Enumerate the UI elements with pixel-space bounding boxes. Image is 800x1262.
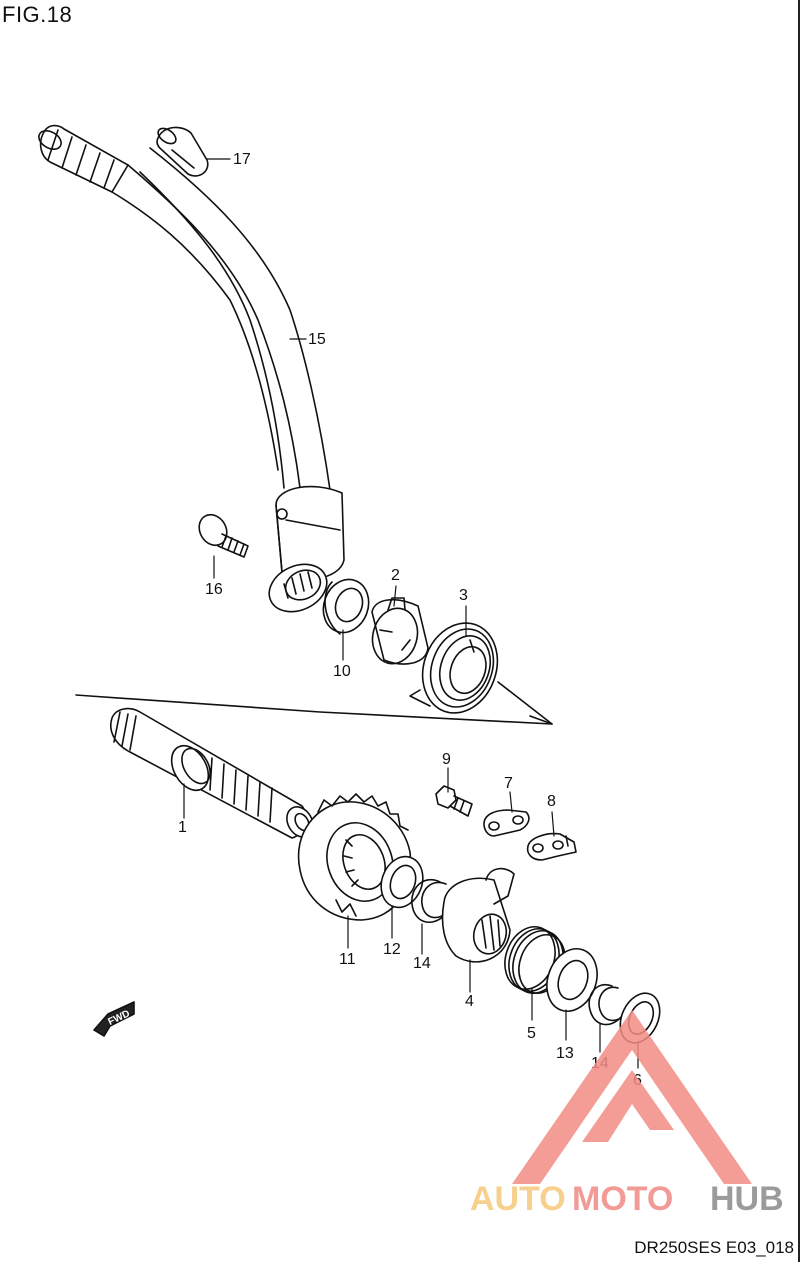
fwd-label: FWD <box>106 1008 131 1028</box>
callout-1: 1 <box>178 819 187 836</box>
part-7-guide-plate[interactable] <box>483 809 530 837</box>
watermark-auto: AUTO <box>470 1180 566 1218</box>
callout-13: 13 <box>556 1045 574 1062</box>
callout-15: 15 <box>308 331 326 348</box>
part-9-bolt[interactable] <box>435 785 473 817</box>
figure-title: FIG.18 <box>2 2 73 27</box>
part-2-spring-guide[interactable] <box>367 597 429 669</box>
callout-8: 8 <box>547 793 556 810</box>
part-16-bolt[interactable] <box>194 510 249 558</box>
drawing-code: DR250SES E03_018 <box>634 1238 794 1257</box>
callout-numbers: 17 15 16 10 2 3 1 11 12 14 9 7 8 4 5 13 … <box>178 151 642 1089</box>
watermark-hub: HUB <box>710 1180 784 1218</box>
callout-14-upper: 14 <box>413 955 431 972</box>
callout-3: 3 <box>459 587 468 604</box>
fwd-arrow-icon <box>93 1001 135 1037</box>
callout-11: 11 <box>339 951 356 968</box>
callout-7: 7 <box>504 775 513 792</box>
callout-4: 4 <box>465 993 474 1010</box>
assembly-leader-lines <box>75 681 553 725</box>
callout-2: 2 <box>391 567 400 584</box>
callout-5: 5 <box>527 1025 536 1042</box>
part-4-ratchet[interactable] <box>441 867 515 963</box>
part-10-seal[interactable] <box>316 573 376 639</box>
callout-10: 10 <box>333 663 351 680</box>
part-1-kick-shaft[interactable] <box>110 707 319 842</box>
right-border <box>798 0 800 1262</box>
watermark-logo: AUTO MOTO HUB <box>470 1010 784 1218</box>
callout-9: 9 <box>442 751 451 768</box>
part-17-lever-cap[interactable] <box>155 125 209 177</box>
part-14-circlip-upper[interactable] <box>411 879 449 924</box>
part-14-circlip-lower[interactable] <box>588 983 627 1026</box>
callout-leaders <box>183 158 639 1069</box>
callout-16: 16 <box>205 581 223 598</box>
callout-17: 17 <box>233 151 251 168</box>
watermark-moto: MOTO <box>572 1180 673 1218</box>
callout-12: 12 <box>383 941 401 958</box>
part-3-kick-spring[interactable] <box>409 612 510 723</box>
part-8-stopper-plate[interactable] <box>526 832 577 861</box>
part-15-kick-starter-lever[interactable] <box>36 124 345 621</box>
